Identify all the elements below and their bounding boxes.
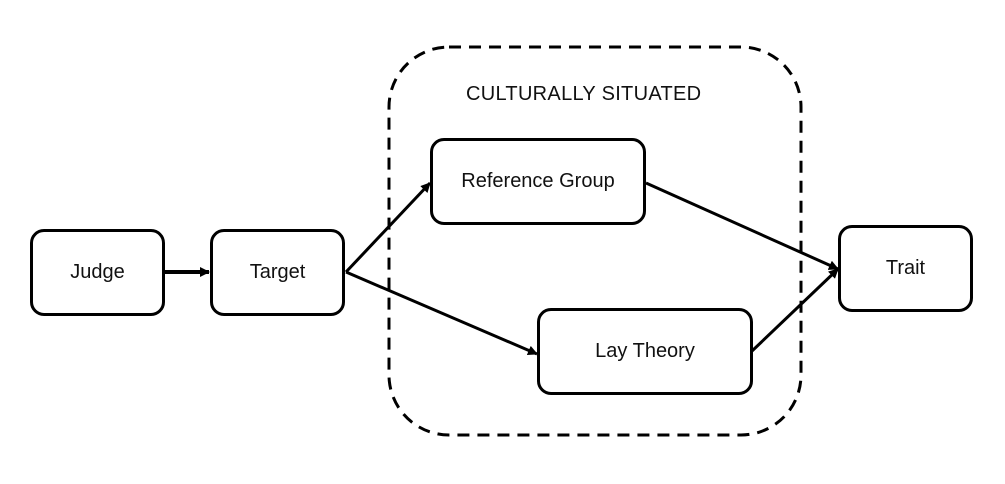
culturally-situated-group-boundary <box>387 45 803 437</box>
node-trait[interactable]: Trait <box>838 225 973 312</box>
node-target[interactable]: Target <box>210 229 345 316</box>
node-trait-label: Trait <box>885 257 926 279</box>
group-label: CULTURALLY SITUATED <box>466 83 702 105</box>
edge-target-to-lay-theory <box>345 270 538 356</box>
edge-lay-theory-to-trait <box>750 267 840 353</box>
node-reference-group-label: Reference Group <box>461 170 615 192</box>
node-lay-theory[interactable]: Lay Theory <box>537 308 753 395</box>
node-target-label: Target <box>249 261 306 283</box>
edge-reference-group-to-trait <box>645 181 839 271</box>
node-judge[interactable]: Judge <box>30 229 165 316</box>
node-lay-theory-label: Lay Theory <box>595 340 695 362</box>
edge-target-to-reference-group <box>344 181 432 274</box>
node-reference-group[interactable]: Reference Group <box>430 138 646 225</box>
node-judge-label: Judge <box>70 261 125 283</box>
